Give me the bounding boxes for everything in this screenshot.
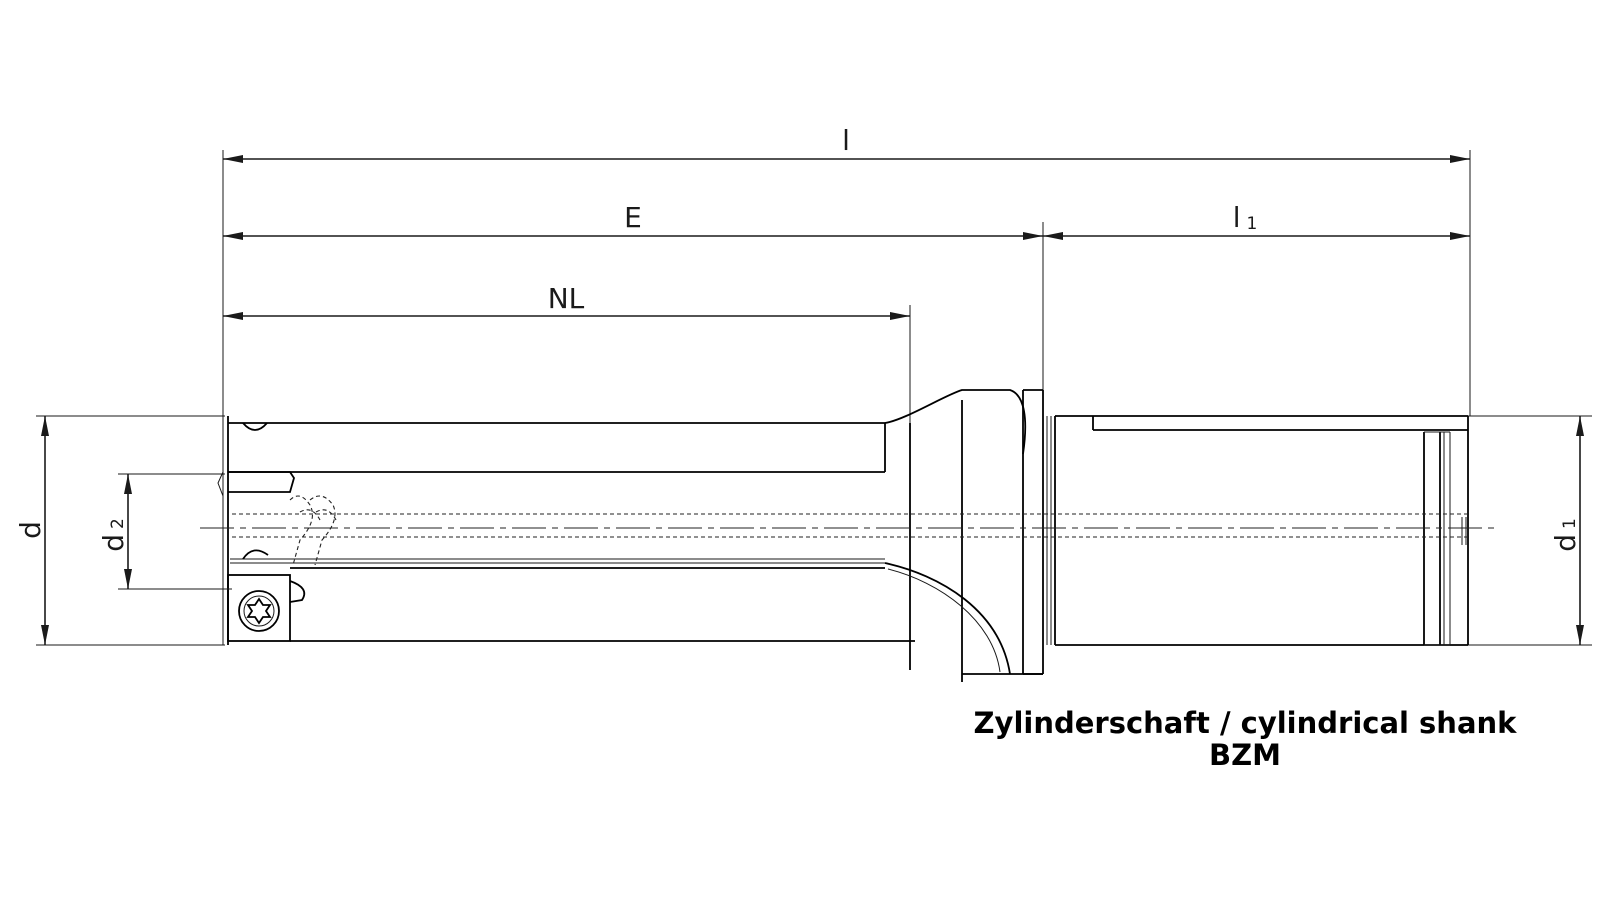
dim-label-nl: NL <box>548 282 585 315</box>
tool-body <box>200 389 1495 682</box>
extension-lines <box>36 150 1592 646</box>
torx-screw-icon <box>238 590 280 632</box>
caption-line-1: Zylinderschaft / cylindrical shank <box>974 706 1518 740</box>
caption-line-2: BZM <box>1209 738 1281 772</box>
dimension-d2: d2 <box>97 474 132 589</box>
insert-tip <box>217 422 337 642</box>
dim-label-d2: d2 <box>97 518 130 552</box>
dim-label-l: l <box>842 124 850 157</box>
dimension-E: E <box>223 201 1043 240</box>
dim-label-d: d <box>14 521 47 539</box>
dim-label-d1: d1 <box>1549 518 1582 552</box>
dimension-d1: d1 <box>1549 416 1584 645</box>
dimension-l: l <box>223 124 1470 163</box>
drawing-caption: Zylinderschaft / cylindrical shank BZM <box>974 706 1518 772</box>
dim-label-e: E <box>624 201 642 234</box>
dimension-NL: NL <box>223 282 910 320</box>
dimension-d: d <box>14 416 49 645</box>
